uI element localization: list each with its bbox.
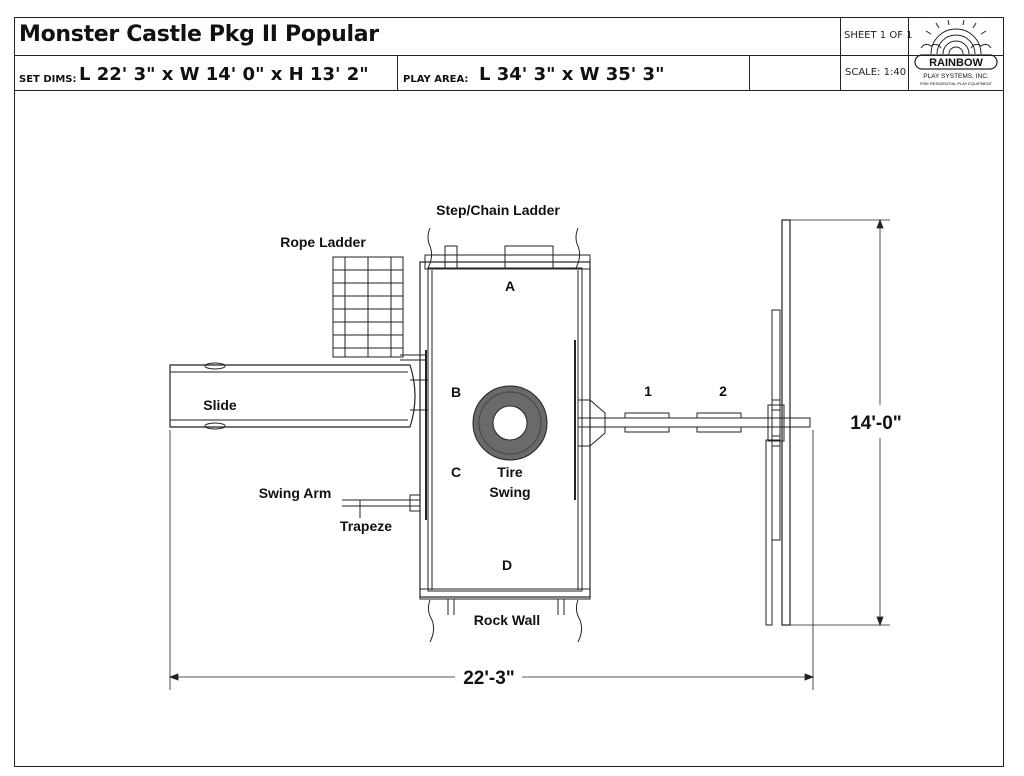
- tire-swing-drawing: [472, 385, 548, 461]
- play-area-label: PLAY AREA:: [403, 74, 469, 85]
- logo-company: PLAY SYSTEMS, INC.: [923, 73, 989, 80]
- title-block-divider: [749, 56, 750, 91]
- tire-swing-label: Swing: [489, 484, 530, 500]
- length-dimension-label: 22'-3": [463, 668, 515, 689]
- set-dims-value: L 22' 3" x W 14' 0" x H 13' 2": [79, 64, 369, 85]
- cloud-icon: [970, 43, 992, 49]
- title-block-divider: [397, 56, 398, 91]
- title-block-divider: [908, 18, 909, 91]
- rock-wall-drawing: [419, 588, 591, 643]
- rock-wall-label: Rock Wall: [474, 612, 540, 628]
- title-block-row-2: SET DIMS: L 22' 3" x W 14' 0" x H 13' 2"…: [15, 56, 1003, 91]
- swing-position-1-label: 1: [644, 383, 652, 399]
- swing-arm-label: Swing Arm: [259, 485, 332, 501]
- scale-label: SCALE: 1:40: [845, 67, 907, 78]
- step-chain-ladder-label: Step/Chain Ladder: [436, 202, 560, 218]
- logo-brand: RAINBOW: [929, 57, 983, 69]
- sun-rays-icon: [925, 20, 987, 35]
- rainbow-arc-icon: [930, 28, 982, 55]
- step-chain-ladder-drawing: [424, 227, 591, 270]
- title-block-row-1: Monster Castle Pkg II Popular SHEET 1 OF…: [15, 18, 1003, 91]
- set-dims-label: SET DIMS:: [19, 74, 77, 85]
- position-a-label: A: [505, 278, 515, 294]
- cloud-icon: [920, 43, 942, 49]
- swing-frame-legs-drawing: [765, 219, 791, 626]
- width-dimension-label: 14'-0": [850, 413, 902, 434]
- rainbow-logo: RAINBOW PLAY SYSTEMS, INC. FINE RESIDENT…: [914, 20, 998, 86]
- logo-tagline: FINE RESIDENTIAL PLAY EQUIPMENT: [920, 81, 993, 86]
- drawing-sheet: Monster Castle Pkg II Popular SHEET 1 OF…: [14, 17, 1004, 767]
- title-block-divider: [840, 18, 841, 91]
- position-b-label: B: [451, 384, 461, 400]
- sheet-number: SHEET 1 OF 1: [844, 30, 913, 41]
- rope-ladder-drawing: [332, 256, 425, 361]
- slide-label: Slide: [203, 397, 237, 413]
- swing-beam-drawing: [577, 399, 811, 447]
- trapeze-label: Trapeze: [340, 518, 392, 534]
- position-d-label: D: [502, 557, 512, 573]
- position-c-label: C: [451, 464, 461, 480]
- rope-ladder-label: Rope Ladder: [280, 234, 366, 250]
- swing-position-2-label: 2: [719, 383, 727, 399]
- play-area-value: L 34' 3" x W 35' 3": [479, 64, 665, 85]
- drawing-title: Monster Castle Pkg II Popular: [19, 22, 379, 47]
- tire-swing-label: Tire: [497, 464, 523, 480]
- slide-drawing: [169, 362, 428, 430]
- swing-arm-drawing: [342, 494, 421, 518]
- dimension-lines: [168, 218, 890, 690]
